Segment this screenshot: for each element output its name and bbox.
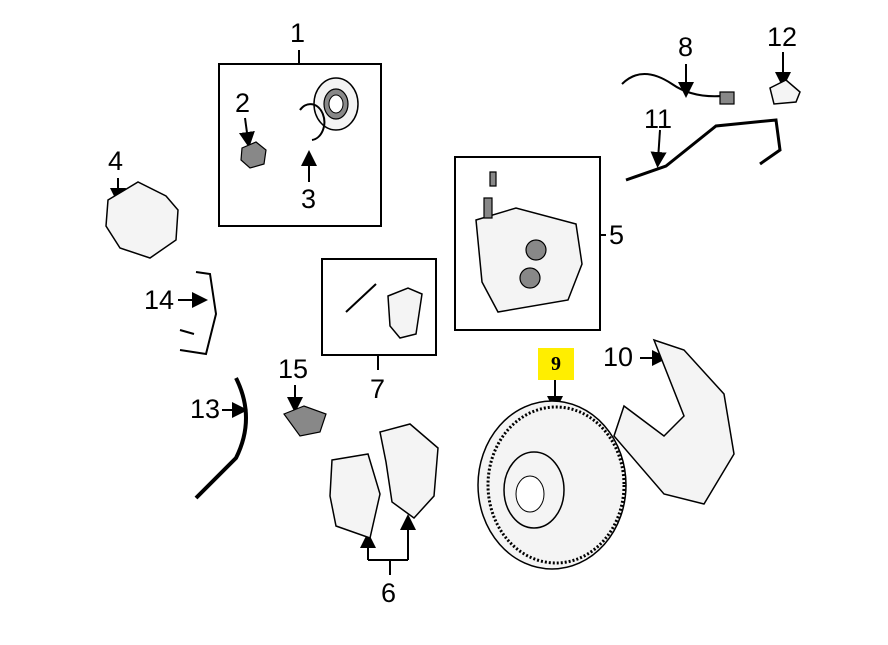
brake-line bbox=[625, 118, 782, 182]
brake-rotor bbox=[477, 400, 627, 570]
callout-4: 4 bbox=[108, 146, 124, 176]
callout-12: 12 bbox=[767, 22, 798, 52]
callout-3: 3 bbox=[301, 184, 317, 214]
snap-ring bbox=[299, 103, 326, 141]
wheel-hub bbox=[105, 181, 179, 259]
brake-hose-13 bbox=[194, 377, 248, 500]
bearing-part bbox=[313, 77, 359, 131]
callout-10: 10 bbox=[603, 342, 634, 372]
brake-pad-outer bbox=[329, 453, 381, 539]
hub-nut bbox=[240, 141, 267, 169]
brake-pad-inner bbox=[379, 423, 439, 520]
callout-9-highlighted[interactable]: 9 bbox=[538, 348, 574, 380]
callout-11: 11 bbox=[644, 104, 673, 134]
group-box-5 bbox=[454, 156, 601, 331]
wear-sensor-wire bbox=[621, 73, 723, 98]
callout-5: 5 bbox=[609, 220, 625, 250]
pad-clip bbox=[387, 287, 423, 339]
callout-6: 6 bbox=[381, 578, 397, 608]
brake-caliper bbox=[475, 207, 583, 313]
callout-8: 8 bbox=[678, 32, 694, 62]
spring-clip-14 bbox=[179, 271, 218, 356]
callout-14: 14 bbox=[144, 285, 175, 315]
callout-15: 15 bbox=[278, 354, 309, 384]
callout-13: 13 bbox=[190, 394, 221, 424]
callout-1: 1 bbox=[290, 18, 306, 48]
dust-shield bbox=[613, 338, 735, 505]
bracket-12 bbox=[769, 79, 801, 105]
sensor-15 bbox=[283, 405, 327, 437]
callout-2: 2 bbox=[235, 88, 251, 118]
guide-pin bbox=[345, 283, 377, 313]
callout-7: 7 bbox=[370, 374, 386, 404]
